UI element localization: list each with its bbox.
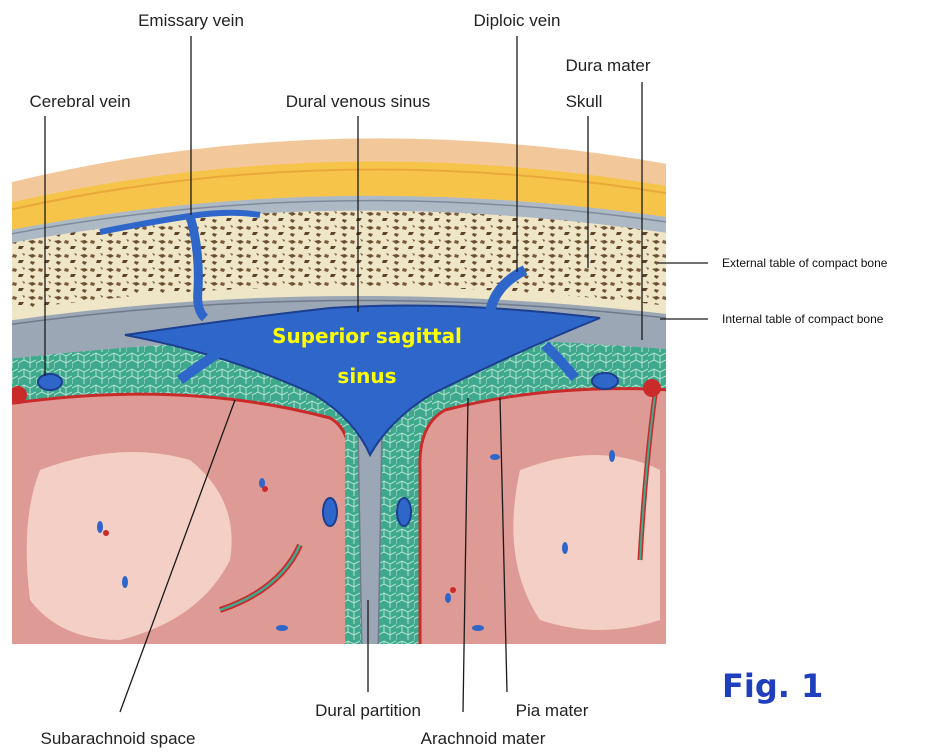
label-sinus: sinus — [337, 364, 396, 388]
label-dural-venous-sinus: Dural venous sinus — [286, 92, 431, 111]
label-dural-partition: Dural partition — [315, 701, 421, 720]
label-arachnoid-mater: Arachnoid mater — [421, 729, 546, 748]
label-superior-sagittal: Superior sagittal — [272, 324, 462, 348]
label-pia-mater: Pia mater — [516, 701, 589, 720]
label-diploic-vein: Diploic vein — [474, 11, 561, 30]
label-skull: Skull — [566, 92, 603, 111]
label-internal-table: Internal table of compact bone — [722, 312, 884, 326]
label-cerebral-vein: Cerebral vein — [29, 92, 130, 111]
right-white-matter — [513, 455, 660, 630]
label-dura-mater: Dura mater — [565, 56, 650, 75]
figure-label: Fig. 1 — [722, 667, 823, 705]
label-emissary-vein: Emissary vein — [138, 11, 244, 30]
label-external-table: External table of compact bone — [722, 256, 888, 270]
cross-section-art — [0, 138, 700, 660]
label-subarachnoid-space: Subarachnoid space — [40, 729, 195, 748]
